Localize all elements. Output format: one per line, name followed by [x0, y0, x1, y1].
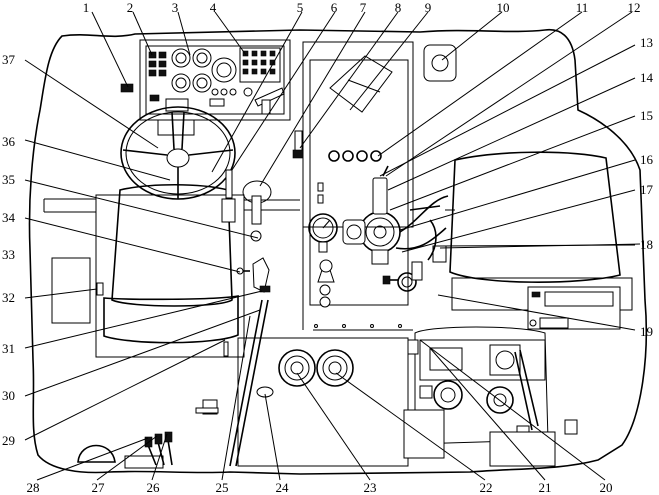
- callout-2: 2: [127, 0, 134, 15]
- callout-17: 17: [640, 182, 654, 197]
- hydraulic-block: [403, 326, 578, 467]
- callout-10: 10: [497, 0, 510, 15]
- callout-12: 12: [628, 0, 641, 15]
- callout-18: 18: [640, 237, 653, 252]
- callout-32: 32: [2, 290, 15, 305]
- callout-23: 23: [364, 480, 377, 495]
- callout-3: 3: [172, 0, 179, 15]
- callout-16: 16: [640, 152, 654, 167]
- callout-21: 21: [539, 480, 552, 495]
- callout-9: 9: [425, 0, 432, 15]
- leader-lines: [24, 11, 636, 481]
- callout-4: 4: [210, 0, 217, 15]
- callout-14: 14: [640, 70, 654, 85]
- callout-30: 30: [2, 388, 15, 403]
- callout-13: 13: [640, 35, 653, 50]
- callout-22: 22: [480, 480, 493, 495]
- callout-34: 34: [2, 210, 16, 225]
- callout-27: 27: [92, 480, 106, 495]
- callout-25: 25: [216, 480, 229, 495]
- callout-24: 24: [276, 480, 290, 495]
- callout-20: 20: [600, 480, 613, 495]
- callout-5: 5: [297, 0, 304, 15]
- callout-31: 31: [2, 341, 15, 356]
- callout-8: 8: [395, 0, 402, 15]
- right-seat-area: [439, 151, 641, 330]
- callout-29: 29: [2, 433, 15, 448]
- callout-7: 7: [360, 0, 367, 15]
- callout-15: 15: [640, 108, 653, 123]
- callout-6: 6: [331, 0, 338, 15]
- callout-1: 1: [83, 0, 90, 15]
- cab-outline: [28, 28, 648, 475]
- steering-wheel: [120, 106, 236, 200]
- callout-26: 26: [147, 480, 161, 495]
- callout-33: 33: [2, 247, 15, 262]
- callout-28: 28: [27, 480, 40, 495]
- callout-19: 19: [640, 324, 653, 339]
- central-console: [292, 41, 449, 331]
- callout-11: 11: [576, 0, 589, 15]
- top-right-fixture: [423, 44, 457, 82]
- callout-36: 36: [2, 134, 16, 149]
- lower-console: [195, 299, 409, 467]
- callout-37: 37: [2, 52, 16, 67]
- callout-35: 35: [2, 172, 15, 187]
